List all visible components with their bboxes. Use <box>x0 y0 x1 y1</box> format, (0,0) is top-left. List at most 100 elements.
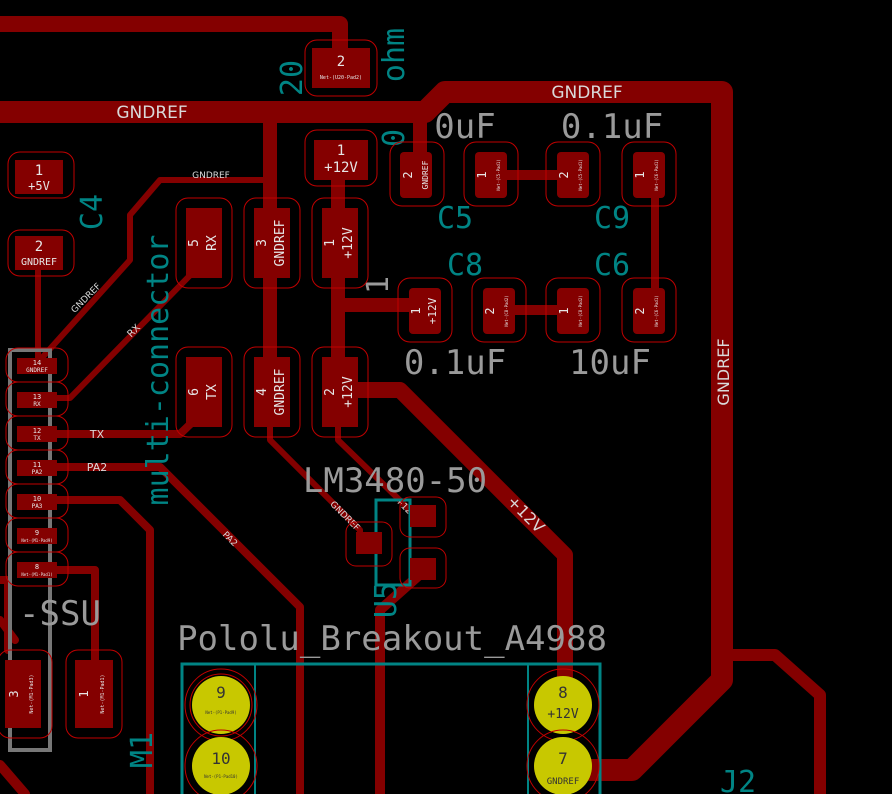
m1-ref: M1 <box>125 732 160 768</box>
pad-c4-2-part: GNDREF <box>21 257 57 268</box>
pad-conn-2-part <box>311 346 369 438</box>
pad-u5-gnd <box>345 521 393 567</box>
pin1-marker: 1 <box>361 276 396 294</box>
trace-12v-big <box>347 382 573 708</box>
pad-conn-3-part: GNDREF <box>273 219 288 266</box>
fab-layer: ohm 0 C4 C5 C9 C8 C6 multi-connector U5 … <box>8 28 756 794</box>
pad-m1-1-part <box>65 649 123 739</box>
c6-ref: C6 <box>594 248 630 283</box>
pad-m1-3-part: Net-(M1-Pad3) <box>29 674 35 713</box>
pad-c6-2-part: Net-(C6-Pad1) <box>654 295 659 326</box>
pad-conn-1: 1+12V <box>311 197 369 289</box>
u5-ref: U5 <box>369 582 404 618</box>
pad-conn-6-part: TX <box>205 384 220 400</box>
c9-value: 0.1uF <box>561 107 663 147</box>
pad-c5-2-part <box>400 152 432 198</box>
pad-m1-1: 1 Net-(M1-Pad1) <box>65 649 123 739</box>
pad-c8-1: 1+12V <box>397 277 453 343</box>
pad-c4-1-part: +5V <box>28 179 50 193</box>
c6-value: 10uF <box>569 343 651 383</box>
pad-m1-1-part: 1 <box>77 690 91 697</box>
pad-h9-part: 9 <box>35 529 39 537</box>
net-label: GNDREF <box>116 103 187 123</box>
c8-ref: C8 <box>447 248 483 283</box>
pad-c4-2-part <box>7 229 75 277</box>
pad-conn-1-part <box>311 197 369 289</box>
pad-m1-3: 3 Net-(M1-Pad3) <box>0 649 53 739</box>
pad-c8-2-part <box>471 277 527 343</box>
pad-m1-1-part: Net-(M1-Pad1) <box>100 674 106 713</box>
pad-c8-1-part <box>397 277 453 343</box>
pad-h12-part <box>17 426 57 442</box>
pad-top-1: 1+12V <box>304 129 378 187</box>
pad-conn-5-part <box>175 197 233 289</box>
pad-h14-part <box>17 358 57 374</box>
pad-pololu-10-part: Net-(P1-Pad10) <box>204 774 238 779</box>
trace-bottom-left <box>0 760 30 794</box>
resistor-value-fab: ohm <box>377 28 412 82</box>
pad-h13-part <box>17 392 57 408</box>
pad-c4-2-part <box>15 236 63 270</box>
header-outline <box>8 348 52 752</box>
pad-h10-part <box>17 494 57 510</box>
pad-conn-2: 2+12V <box>311 346 369 438</box>
pad-h9-part <box>17 528 57 544</box>
pad-conn-2-part: +12V <box>341 376 356 407</box>
pad-u5-out-part <box>410 558 436 580</box>
pad-h8-part <box>17 562 57 578</box>
pad-c9-1-part: 1 <box>633 171 647 178</box>
pad-c5-2-part: 2 <box>401 171 415 178</box>
pad-r-2-part <box>312 48 370 88</box>
pad-c9-2-part: 2 <box>557 171 571 178</box>
pad-pololu-7-part: GNDREF <box>547 777 580 787</box>
pad-r-2-part: 2 <box>337 54 345 70</box>
pad-conn-3-part <box>254 208 290 278</box>
trace-left <box>0 616 19 644</box>
pad-m1-3-part <box>5 660 41 728</box>
pad-c8-1-part: 1 <box>409 307 423 314</box>
pad-h12-part: TX <box>33 435 41 442</box>
trace-pa3 <box>46 496 154 794</box>
pad-top-1-part: +12V <box>324 160 358 176</box>
pad-c9-1-part <box>633 152 665 198</box>
pad-c9-1: 1 Net-(C6-Pad1) <box>621 141 677 207</box>
trace-pa2 <box>46 463 304 794</box>
pad-pololu-7-part <box>534 737 592 794</box>
pad-c5-1-part: 1 <box>475 171 489 178</box>
pad-conn-6-part <box>175 346 233 438</box>
pad-pololu-8-part <box>534 676 592 734</box>
pad-c6-1-part <box>557 288 589 334</box>
j2-ref: J2 <box>720 765 756 794</box>
pad-c8-1-part <box>409 288 441 334</box>
pad-u5-out-part <box>399 547 447 589</box>
resistor-value: 20 <box>275 60 310 96</box>
pad-m1-3-part: 3 <box>7 690 21 697</box>
pad-h14-part: GNDREF <box>26 367 48 374</box>
trace-pad8 <box>46 566 99 684</box>
pad-c4-1-part <box>15 160 63 194</box>
pad-c5-1-part <box>463 141 519 207</box>
pad-conn-2-part <box>322 357 358 427</box>
pad-conn-3-part <box>243 197 301 289</box>
pad-c5-1-part <box>475 152 507 198</box>
pad-c6-1-part: Net-(C8-Pad2) <box>578 295 583 326</box>
pololu-outline <box>180 662 602 794</box>
pad-pololu-8-part: 8 <box>558 683 568 702</box>
pad-u5-out <box>399 547 447 589</box>
c5-ref: C5 <box>437 201 473 236</box>
pad-c5-2-part <box>389 141 445 207</box>
pad-c9-1-part: Net-(C6-Pad1) <box>654 159 659 190</box>
